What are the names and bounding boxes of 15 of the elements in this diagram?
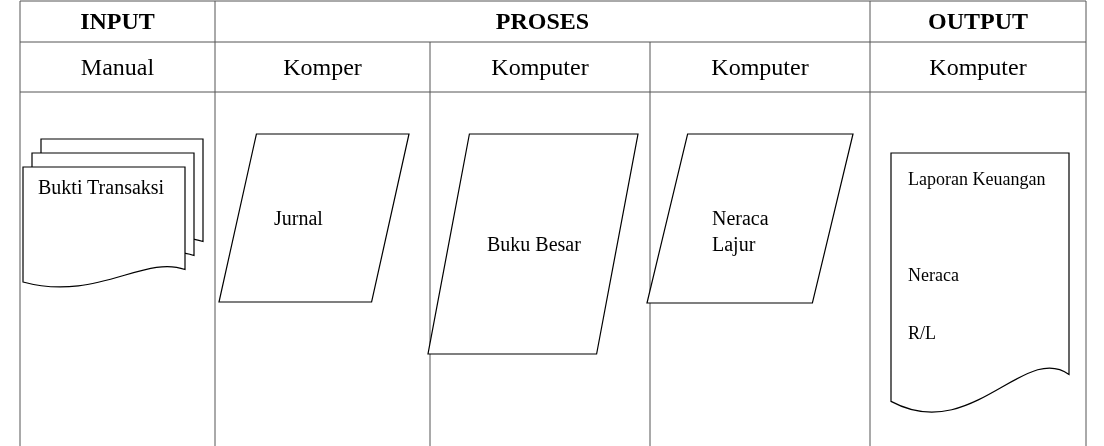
column-header: INPUT bbox=[80, 8, 155, 35]
column-subheader: Komputer bbox=[491, 53, 589, 81]
shape-text: Neraca Lajur bbox=[712, 206, 770, 257]
shape-text: Buku Besar bbox=[487, 232, 582, 257]
column-header: PROSES bbox=[495, 8, 590, 35]
shape-text: Bukti Transaksi bbox=[38, 175, 166, 200]
column-header: OUTPUT bbox=[928, 8, 1028, 35]
column-subheader: Manual bbox=[80, 53, 155, 81]
shape-text: R/L bbox=[908, 322, 937, 345]
column-subheader: Komputer bbox=[711, 53, 809, 81]
column-subheader: Komputer bbox=[929, 53, 1027, 81]
column-subheader: Komper bbox=[283, 53, 362, 81]
shape-text: Jurnal bbox=[274, 206, 324, 231]
shape-text: Neraca bbox=[908, 264, 960, 287]
shape-text: Laporan Keuangan bbox=[908, 168, 1047, 191]
